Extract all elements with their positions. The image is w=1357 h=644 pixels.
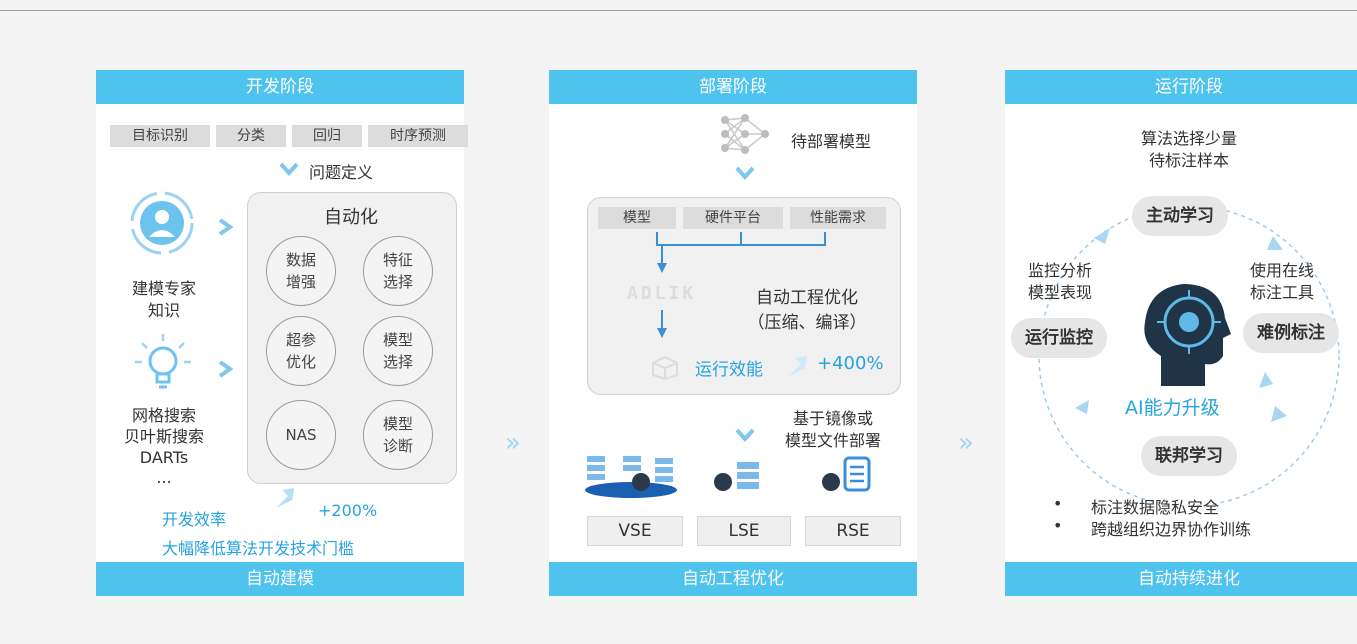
- tag-classification: 分类: [216, 125, 286, 147]
- run-efficiency-value: +400%: [817, 353, 884, 374]
- tag-regression: 回归: [292, 125, 362, 147]
- nas-circle: NAS: [266, 400, 336, 470]
- feature-selection-circle: 特征 选择: [363, 236, 433, 306]
- runtime-monitoring-node: 运行监控: [1011, 318, 1107, 358]
- deploy-stage-panel: 部署阶段 待部署模型 模型 硬件平台 性能需求 ADLIK 自动工程优化 （压缩…: [549, 70, 917, 596]
- tag-performance-requirements: 性能需求: [790, 207, 886, 229]
- lower-barrier-label: 大幅降低算法开发技术门槛: [162, 539, 355, 558]
- tag-hardware-platform: 硬件平台: [683, 207, 783, 229]
- stage-arrow-icon: »: [958, 428, 974, 458]
- tag-time-series: 时序预测: [368, 125, 468, 147]
- up-arrow-icon: [276, 488, 294, 508]
- neural-network-icon: [721, 114, 769, 154]
- vse-cluster-icon: [585, 456, 677, 498]
- model-diagnosis-circle: 模型 诊断: [363, 400, 433, 470]
- expert-knowledge-label: 建模专家 知识: [131, 279, 196, 320]
- chevron-down-icon: [735, 428, 755, 442]
- run-efficiency-label: 运行效能: [695, 360, 763, 380]
- online-labeling-label: 使用在线 标注工具: [1249, 261, 1314, 302]
- deploy-stage-footer: 自动工程优化: [549, 562, 917, 596]
- deploy-stage-header: 部署阶段: [549, 70, 917, 104]
- vse-label: VSE: [587, 516, 683, 546]
- deploy-method-label: 基于镜像或 模型文件部署: [784, 409, 881, 451]
- automation-title: 自动化: [324, 207, 378, 228]
- chevron-right-icon: [218, 360, 234, 378]
- bullet-collaboration: 跨越组织边界协作训练: [1091, 520, 1252, 539]
- chevron-down-icon: [279, 162, 299, 176]
- active-learning-node: 主动学习: [1132, 196, 1228, 236]
- sample-selection-label: 算法选择少量 待标注样本: [1140, 129, 1237, 170]
- run-stage-header: 运行阶段: [1005, 70, 1357, 104]
- monitor-analysis-label: 监控分析 模型表现: [1027, 261, 1092, 302]
- lightbulb-icon: [135, 334, 191, 389]
- down-arrow-icon: [657, 310, 667, 338]
- top-divider: [0, 10, 1357, 11]
- rse-label: RSE: [805, 516, 901, 546]
- up-arrow-icon: [789, 356, 807, 376]
- cube-icon: [652, 355, 678, 381]
- model-to-deploy-label: 待部署模型: [791, 132, 872, 151]
- tag-model: 模型: [598, 207, 676, 229]
- federated-learning-node: 联邦学习: [1141, 436, 1237, 476]
- lse-label: LSE: [697, 516, 791, 546]
- dev-stage-panel: 开发阶段 目标识别 分类 回归 时序预测 问题定义 自动化 数据 增强 特征 选…: [96, 70, 468, 596]
- dev-efficiency-value: +200%: [318, 501, 378, 520]
- lse-server-icon: [714, 462, 759, 491]
- dev-stage-footer: 自动建模: [96, 562, 464, 596]
- chevron-right-icon: [218, 218, 234, 236]
- rse-document-icon: [822, 456, 871, 492]
- ai-head-icon: [1144, 284, 1231, 386]
- task-tags: 目标识别 分类 回归 时序预测: [110, 125, 468, 147]
- bullet-privacy: 标注数据隐私安全: [1091, 498, 1220, 517]
- engineering-optimization-box: [587, 197, 901, 395]
- dev-stage-header: 开发阶段: [96, 70, 464, 104]
- run-stage-footer: 自动持续进化: [1005, 562, 1357, 596]
- expert-user-icon: [130, 191, 194, 255]
- bullet-dot: •: [1053, 494, 1063, 513]
- bullet-dot: •: [1053, 516, 1063, 535]
- model-selection-circle: 模型 选择: [363, 316, 433, 386]
- auto-engineering-opt-label: 自动工程优化 （压缩、编译）: [747, 288, 867, 333]
- tag-object-detection: 目标识别: [110, 125, 210, 147]
- problem-definition-label: 问题定义: [309, 163, 374, 182]
- chevron-down-icon: [735, 166, 755, 180]
- search-methods-label: 网格搜索 贝叶斯搜索 DARTs ...: [123, 406, 204, 488]
- ai-upgrade-label: AI能力升级: [1125, 397, 1220, 419]
- dev-efficiency-label: 开发效率: [162, 510, 227, 529]
- adlik-logo: ADLIK: [627, 283, 697, 304]
- hard-example-labeling-node: 难例标注: [1243, 313, 1339, 353]
- run-stage-panel: 运行阶段 算法选择少量 待标注样本 主动学习 使用在线 标注工具 难例标注 监控…: [1005, 70, 1357, 596]
- hyperparam-optimization-circle: 超参 优化: [266, 316, 336, 386]
- bracket-connector-icon: [656, 232, 826, 273]
- stage-arrow-icon: »: [505, 428, 521, 458]
- data-augmentation-circle: 数据 增强: [266, 236, 336, 306]
